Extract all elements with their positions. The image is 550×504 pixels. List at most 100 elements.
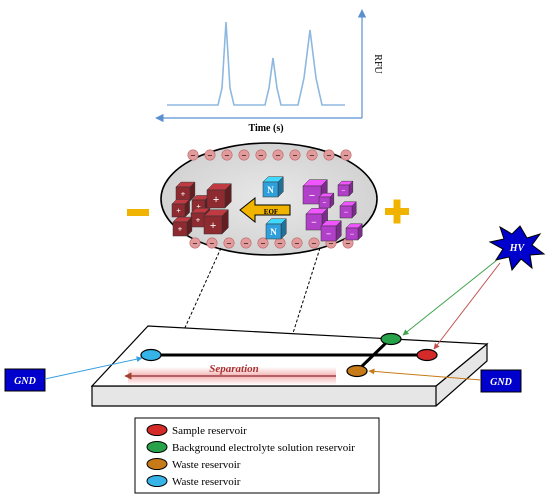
wall-charge-symbol: −	[209, 239, 214, 249]
wall-charge: −	[189, 237, 201, 249]
wall-charge: −	[308, 237, 320, 249]
gnd-right-arrow	[368, 368, 482, 381]
wall-charge: −	[340, 149, 352, 161]
wall-charge-symbol: −	[343, 151, 348, 161]
wall-charges-bottom: −−−−−−−−−−	[189, 237, 354, 249]
legend-box	[134, 417, 380, 494]
waste-reservoir-blue	[140, 348, 162, 362]
anion-cube-label: −	[309, 190, 315, 202]
anion-cube: −	[339, 201, 357, 219]
wall-charge-symbol: −	[243, 239, 248, 249]
wall-charge-symbol: −	[277, 239, 282, 249]
legend-swatch	[146, 441, 168, 453]
anion-cube-label: −	[323, 199, 327, 207]
sample-reservoir	[416, 348, 438, 362]
eof-label: EOF	[264, 208, 278, 216]
wall-charge-symbol: −	[294, 239, 299, 249]
wall-charge: −	[272, 149, 284, 161]
neutral-group: NN	[262, 176, 287, 240]
eof-arrow: EOF	[239, 196, 291, 224]
separation-label: Separation	[209, 363, 259, 375]
wall-charge-symbol: −	[260, 239, 265, 249]
legend-swatch	[146, 458, 168, 470]
legend-item: Waste reservoir	[146, 458, 241, 471]
cation-cube-label: +	[178, 224, 183, 234]
anion-cube: −	[318, 192, 335, 209]
anion-cube-label: −	[311, 218, 317, 229]
wall-charge-symbol: −	[292, 151, 297, 161]
waste-reservoir-orange	[346, 364, 368, 378]
legend-label: Waste reservoir	[172, 476, 241, 488]
wall-charge-symbol: −	[309, 151, 314, 161]
cation-cube-label: +	[196, 202, 201, 211]
cation-cube-label: +	[196, 215, 201, 225]
cation-group: +++++++	[171, 181, 232, 237]
legend-swatch	[146, 475, 168, 487]
wall-charge: −	[289, 149, 301, 161]
anion-cube: −	[337, 180, 354, 197]
x-axis-label: Time (s)	[248, 123, 283, 134]
anion-cube: −	[320, 220, 342, 242]
anion-group: −−−−−−−	[302, 179, 363, 242]
cation-cube: +	[171, 198, 191, 218]
wall-charge-symbol: −	[345, 239, 350, 249]
legend-swatch	[146, 424, 168, 436]
wall-charge: −	[306, 149, 318, 161]
gnd-right-label: GND	[490, 377, 512, 388]
wall-charge: −	[274, 237, 286, 249]
anion-cube: −	[345, 223, 363, 241]
hv-to-electrolyte-arrow	[402, 259, 498, 336]
anion-cube-label: −	[344, 208, 348, 217]
cation-cube: +	[206, 183, 232, 209]
hv-label: HV	[509, 243, 526, 254]
wall-charge: −	[291, 237, 303, 249]
microchip: Separation	[90, 325, 489, 407]
wall-charge: −	[323, 149, 335, 161]
cation-cube-label: +	[176, 206, 181, 215]
legend-item: Waste reservoir	[146, 475, 241, 488]
background-electrolyte-reservoir	[380, 332, 402, 346]
wall-charge-symbol: −	[275, 151, 280, 161]
y-axis-label: RFU	[372, 54, 383, 74]
gnd-left-label: GND	[14, 376, 36, 387]
wall-charge: −	[206, 237, 218, 249]
wall-charge-symbol: −	[207, 151, 212, 161]
wall-charge-symbol: −	[258, 151, 263, 161]
wall-charge-symbol: −	[328, 239, 333, 249]
legend-label: Background electrolyte solution reservoi…	[172, 442, 355, 454]
hv-starburst: HV	[488, 225, 546, 272]
hv-to-sample-arrow	[433, 262, 501, 350]
anode-symbol	[385, 199, 409, 224]
wall-charges-top: −−−−−−−−−−	[187, 149, 352, 161]
cation-cube: +	[175, 181, 196, 202]
anion-cube-label: −	[350, 230, 354, 239]
neutral-cube-label: N	[270, 228, 277, 238]
wall-charge: −	[204, 149, 216, 161]
neutral-cube: N	[262, 176, 284, 198]
gnd-right-box: GND	[480, 369, 522, 393]
wall-charge-symbol: −	[241, 151, 246, 161]
wall-charge: −	[257, 237, 269, 249]
wall-charge: −	[240, 237, 252, 249]
wall-charge-symbol: −	[190, 151, 195, 161]
electropherogram: RFU Time (s)	[155, 9, 383, 134]
wall-charge: −	[238, 149, 250, 161]
wall-charge-symbol: −	[224, 151, 229, 161]
cation-cube: +	[203, 209, 229, 235]
gnd-left-box: GND	[4, 368, 46, 392]
anion-cube-label: −	[342, 187, 346, 195]
legend-item: Background electrolyte solution reservoi…	[146, 441, 355, 454]
cation-cube-label: +	[210, 220, 216, 232]
wall-charge-symbol: −	[311, 239, 316, 249]
legend-label: Sample reservoir	[172, 425, 247, 437]
wall-charge: −	[221, 149, 233, 161]
legend-item: Sample reservoir	[146, 424, 247, 437]
wall-charge-symbol: −	[326, 151, 331, 161]
anion-cube-label: −	[326, 230, 331, 240]
wall-charge: −	[223, 237, 235, 249]
cation-cube-label: +	[213, 194, 219, 206]
signal-trace	[167, 21, 345, 106]
injection-channel	[355, 337, 392, 373]
